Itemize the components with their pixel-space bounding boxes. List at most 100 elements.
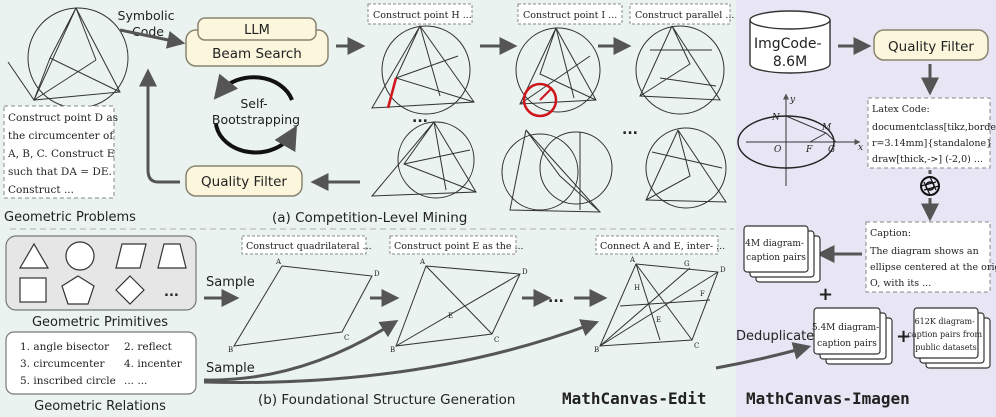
svg-text:B: B — [390, 346, 395, 354]
quality-filter-box — [185, 165, 303, 197]
problem-line: the circumcenter of — [8, 130, 114, 142]
mining-step-figure — [635, 25, 725, 115]
square-shape — [19, 277, 47, 303]
ellipsis: ... — [622, 122, 638, 138]
relation-item: 3. circumcenter — [20, 358, 106, 370]
svg-text:O: O — [774, 145, 782, 155]
mining-caption-box — [629, 3, 731, 25]
self-bootstrapping-label: Self- Bootstrapping — [212, 96, 300, 127]
mining-step-figure — [370, 121, 477, 199]
relation-item: 4. incenter — [124, 358, 183, 370]
svg-text:D: D — [522, 268, 528, 276]
mining-step-figure — [371, 25, 475, 115]
svg-text:B: B — [594, 346, 599, 354]
problem-text-box — [3, 105, 115, 199]
geometric-primitives-box — [5, 235, 197, 311]
svg-text:G: G — [828, 145, 835, 155]
primitive-shapes — [18, 241, 187, 305]
imgcode-database: ImgCode- 8.6M — [749, 10, 831, 74]
svg-text:A: A — [629, 256, 636, 264]
svg-text:N: N — [771, 113, 781, 123]
problem-line: Construct point D as — [8, 112, 118, 124]
problem-text: Construct point D as the circumcenter of… — [7, 112, 121, 196]
problem-line: Construct ... — [8, 184, 74, 196]
quadrilateral-figure: A D C B E — [390, 258, 528, 354]
pairs-54m-label: 5.4M diagram- caption pairs — [812, 323, 882, 349]
geometric-problems-label: Geometric Problems — [4, 210, 136, 225]
quality-filter-label: Quality Filter — [201, 174, 287, 190]
mining-step-figure — [645, 127, 727, 209]
diamond-shape — [115, 275, 145, 305]
geometric-relations-label: Geometric Relations — [34, 399, 166, 414]
imagen-quality-filter-box — [873, 29, 989, 61]
sample-curve-arrow — [203, 320, 399, 382]
quadrilateral-figure: A D C B G H E F — [594, 256, 726, 354]
svg-text:G: G — [684, 260, 690, 268]
svg-text:F: F — [700, 290, 705, 298]
pairs-54m-stack: 5.4M diagram- caption pairs — [812, 307, 893, 365]
circle-shape — [65, 241, 95, 271]
svg-text:C: C — [344, 334, 349, 342]
trapezoid-shape — [157, 243, 187, 269]
svg-text:y: y — [789, 95, 796, 105]
deduplicate-arrow — [715, 342, 812, 370]
relation-item: ... ... — [124, 375, 147, 387]
geometric-relations-box — [5, 331, 197, 395]
latex-code-text: Latex Code: documentclass[tikz,borde r=3… — [872, 104, 996, 165]
sample-label: Sample — [206, 275, 255, 290]
relation-item: 5. inscribed circle — [20, 375, 116, 387]
plus-sign: + — [896, 326, 911, 347]
foundational-step-caption: Construct quadrilateral ... — [246, 241, 372, 252]
foundational-generation-label: (b) Foundational Structure Generation — [258, 392, 515, 408]
svg-text:F: F — [805, 145, 813, 155]
openai-logo-icon — [920, 176, 940, 196]
pairs-4m-stack: 4M diagram- caption pairs — [743, 225, 821, 283]
relation-item: 1. angle bisector — [20, 341, 110, 353]
initial-geometry-figure — [7, 6, 129, 109]
svg-text:D: D — [374, 270, 380, 278]
foundational-step-caption: Construct point E as the ... — [394, 241, 524, 252]
svg-text:E: E — [656, 316, 661, 324]
pairs-612k-stack: 612K diagram- caption pairs from public … — [907, 307, 991, 369]
mathcanvas-edit-title: MathCanvas-Edit — [562, 389, 707, 408]
mining-step-caption: Construct point I ... — [523, 10, 617, 21]
svg-text:E: E — [448, 312, 453, 320]
svg-text:C: C — [494, 336, 499, 344]
sample-curve-arrow — [203, 319, 600, 384]
llm-label: LLM — [244, 23, 270, 38]
svg-text:H: H — [634, 284, 640, 292]
foundational-caption-box — [389, 235, 517, 255]
svg-text:B: B — [228, 346, 233, 354]
plus-sign: + — [818, 284, 833, 305]
triangle-shape — [18, 242, 50, 269]
imgcode-label: ImgCode- 8.6M — [754, 36, 826, 70]
ellipsis: ... — [412, 110, 428, 126]
latex-code-box — [867, 97, 991, 169]
pairs-4m-label: 4M diagram- caption pairs — [745, 239, 807, 263]
mining-step-figure — [501, 129, 613, 213]
svg-text:D: D — [720, 266, 726, 274]
svg-text:M: M — [821, 123, 832, 133]
deduplicate-label: Deduplicate — [736, 329, 814, 344]
svg-text:A: A — [419, 258, 426, 266]
primitives-ellipsis: ... — [164, 285, 179, 300]
foundational-step-caption: Connect A and E, inter- ... — [600, 241, 725, 252]
ellipse-diagram: N M O F G x y — [737, 93, 863, 186]
ellipsis: ... — [548, 290, 564, 306]
self-bootstrapping-cycle: Self- Bootstrapping — [212, 73, 300, 155]
sample-label: Sample — [206, 361, 255, 376]
mining-step-caption: Construct parallel ... — [635, 10, 734, 21]
pentagon-shape — [61, 275, 95, 305]
parallelogram-shape — [115, 243, 147, 269]
relation-item: 2. reflect — [124, 341, 173, 353]
mathcanvas-imagen-title: MathCanvas-Imagen — [746, 389, 910, 408]
imagen-quality-filter-label: Quality Filter — [888, 39, 974, 55]
svg-text:C: C — [694, 342, 699, 350]
problem-line: A, B, C. Construct E — [7, 148, 115, 160]
caption-text: Caption: The diagram shows an ellipse ce… — [870, 228, 996, 289]
llm-beam-search-box: LLM Beam Search — [185, 17, 329, 67]
mining-caption-box — [517, 3, 623, 25]
mining-caption-box — [367, 3, 473, 25]
